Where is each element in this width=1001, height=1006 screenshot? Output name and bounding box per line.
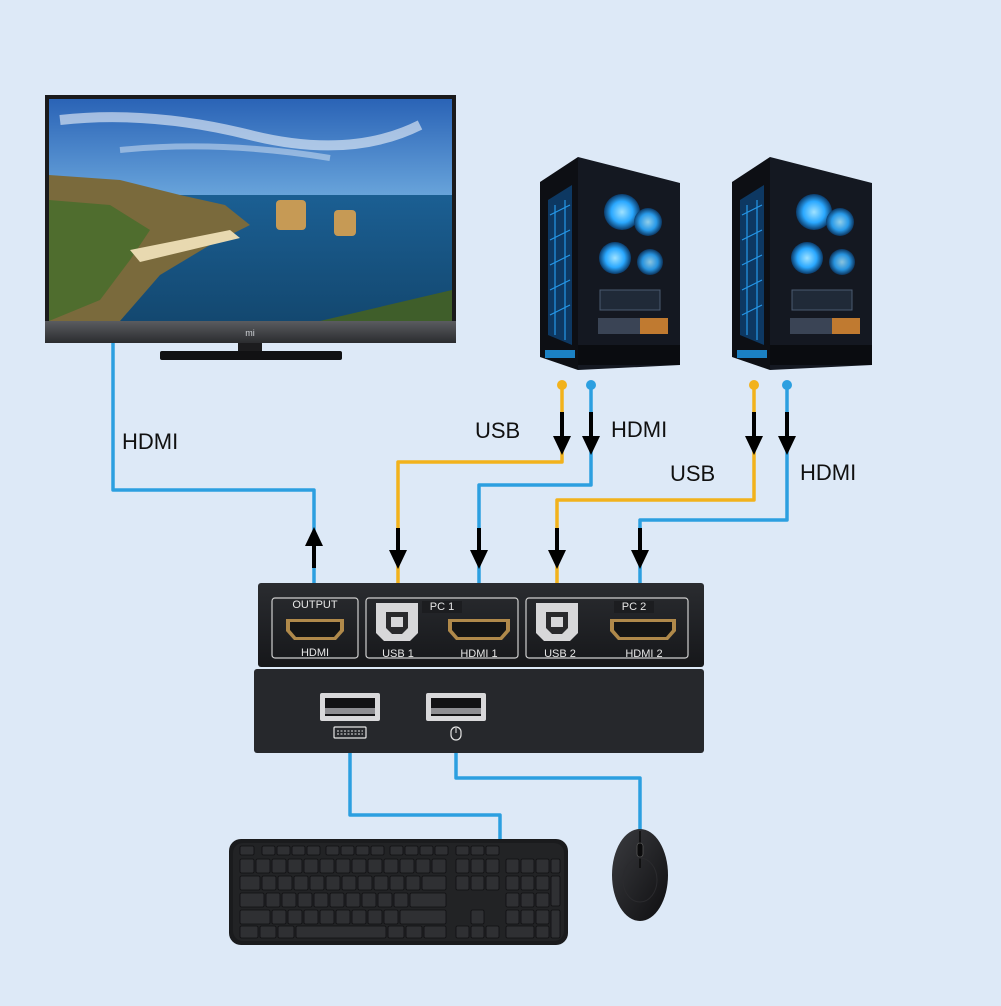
output-hdmi-label: HDMI xyxy=(301,647,329,659)
mouse xyxy=(612,829,668,921)
arrow-down-icon xyxy=(582,412,600,455)
monitor-neck xyxy=(238,343,262,353)
mouse-body xyxy=(612,829,668,921)
output-label: OUTPUT xyxy=(292,599,338,611)
hdmi-port-2 xyxy=(610,619,676,640)
pc-2-port-frame xyxy=(525,597,689,659)
pc-2-tower xyxy=(732,157,872,370)
keyboard xyxy=(229,839,568,945)
mouse-icon xyxy=(450,726,462,741)
output-port-frame xyxy=(271,597,359,659)
arrow-up-icon xyxy=(305,527,323,568)
monitor-hdmi-cable xyxy=(111,343,316,585)
monitor-stand xyxy=(160,351,342,360)
arrow-down-icon xyxy=(553,412,571,455)
monitor-screen xyxy=(49,99,452,321)
kvm-switch-front-panel xyxy=(254,669,704,753)
pc-1-usb-label: USB xyxy=(475,418,520,443)
monitor: mi xyxy=(45,95,456,360)
pc-1-fan-top xyxy=(604,194,640,230)
mouse-cable xyxy=(454,752,642,832)
usb-1-label: USB 1 xyxy=(382,648,414,660)
mouse-scroll-wheel xyxy=(636,842,644,858)
pc-1-hdmi-cable xyxy=(477,385,593,585)
keyboard-keys xyxy=(239,845,561,939)
arrow-down-icon xyxy=(470,528,488,569)
pc-1-tower xyxy=(540,157,680,370)
usb-b-port-1 xyxy=(376,603,418,641)
pc-2-fan-mid xyxy=(791,242,823,274)
hdmi-2-label: HDMI 2 xyxy=(625,648,662,660)
hdmi-port-1 xyxy=(448,619,510,640)
mouse-usb-port xyxy=(426,693,486,721)
pc-2-fan-top xyxy=(796,194,832,230)
keyboard-icon xyxy=(333,726,367,739)
hdmi-1-label: HDMI 1 xyxy=(460,648,497,660)
kvm-switch-rear-panel: OUTPUT HDMI PC 1 USB 1 HDMI 1 PC 2 xyxy=(258,583,704,667)
usb-2-label: USB 2 xyxy=(544,648,576,660)
arrow-down-icon xyxy=(389,528,407,569)
monitor-hdmi-label: HDMI xyxy=(122,429,178,454)
arrow-down-icon xyxy=(631,528,649,569)
keyboard-usb-port xyxy=(320,693,380,721)
monitor-brand-logo: mi xyxy=(245,328,255,338)
arrow-down-icon xyxy=(778,412,796,455)
arrows xyxy=(305,412,796,569)
arrow-down-icon xyxy=(548,528,566,569)
cable-connector-dots xyxy=(557,380,792,390)
keyboard-cable xyxy=(348,752,502,840)
cable-labels: HDMI USB HDMI USB HDMI xyxy=(122,417,856,486)
pc-2-group-label: PC 2 xyxy=(622,601,646,613)
pc-2-usb-label: USB xyxy=(670,461,715,486)
pc-1-fan-mid xyxy=(599,242,631,274)
pc-2-hdmi-label: HDMI xyxy=(800,460,856,485)
arrow-down-icon xyxy=(745,412,763,455)
pc-1-hdmi-label: HDMI xyxy=(611,417,667,442)
pc-1-group-label: PC 1 xyxy=(430,601,454,613)
output-hdmi-port xyxy=(286,619,344,640)
usb-b-port-2 xyxy=(536,603,578,641)
pc-1-port-frame xyxy=(365,597,519,659)
monitor-bezel xyxy=(45,321,456,343)
